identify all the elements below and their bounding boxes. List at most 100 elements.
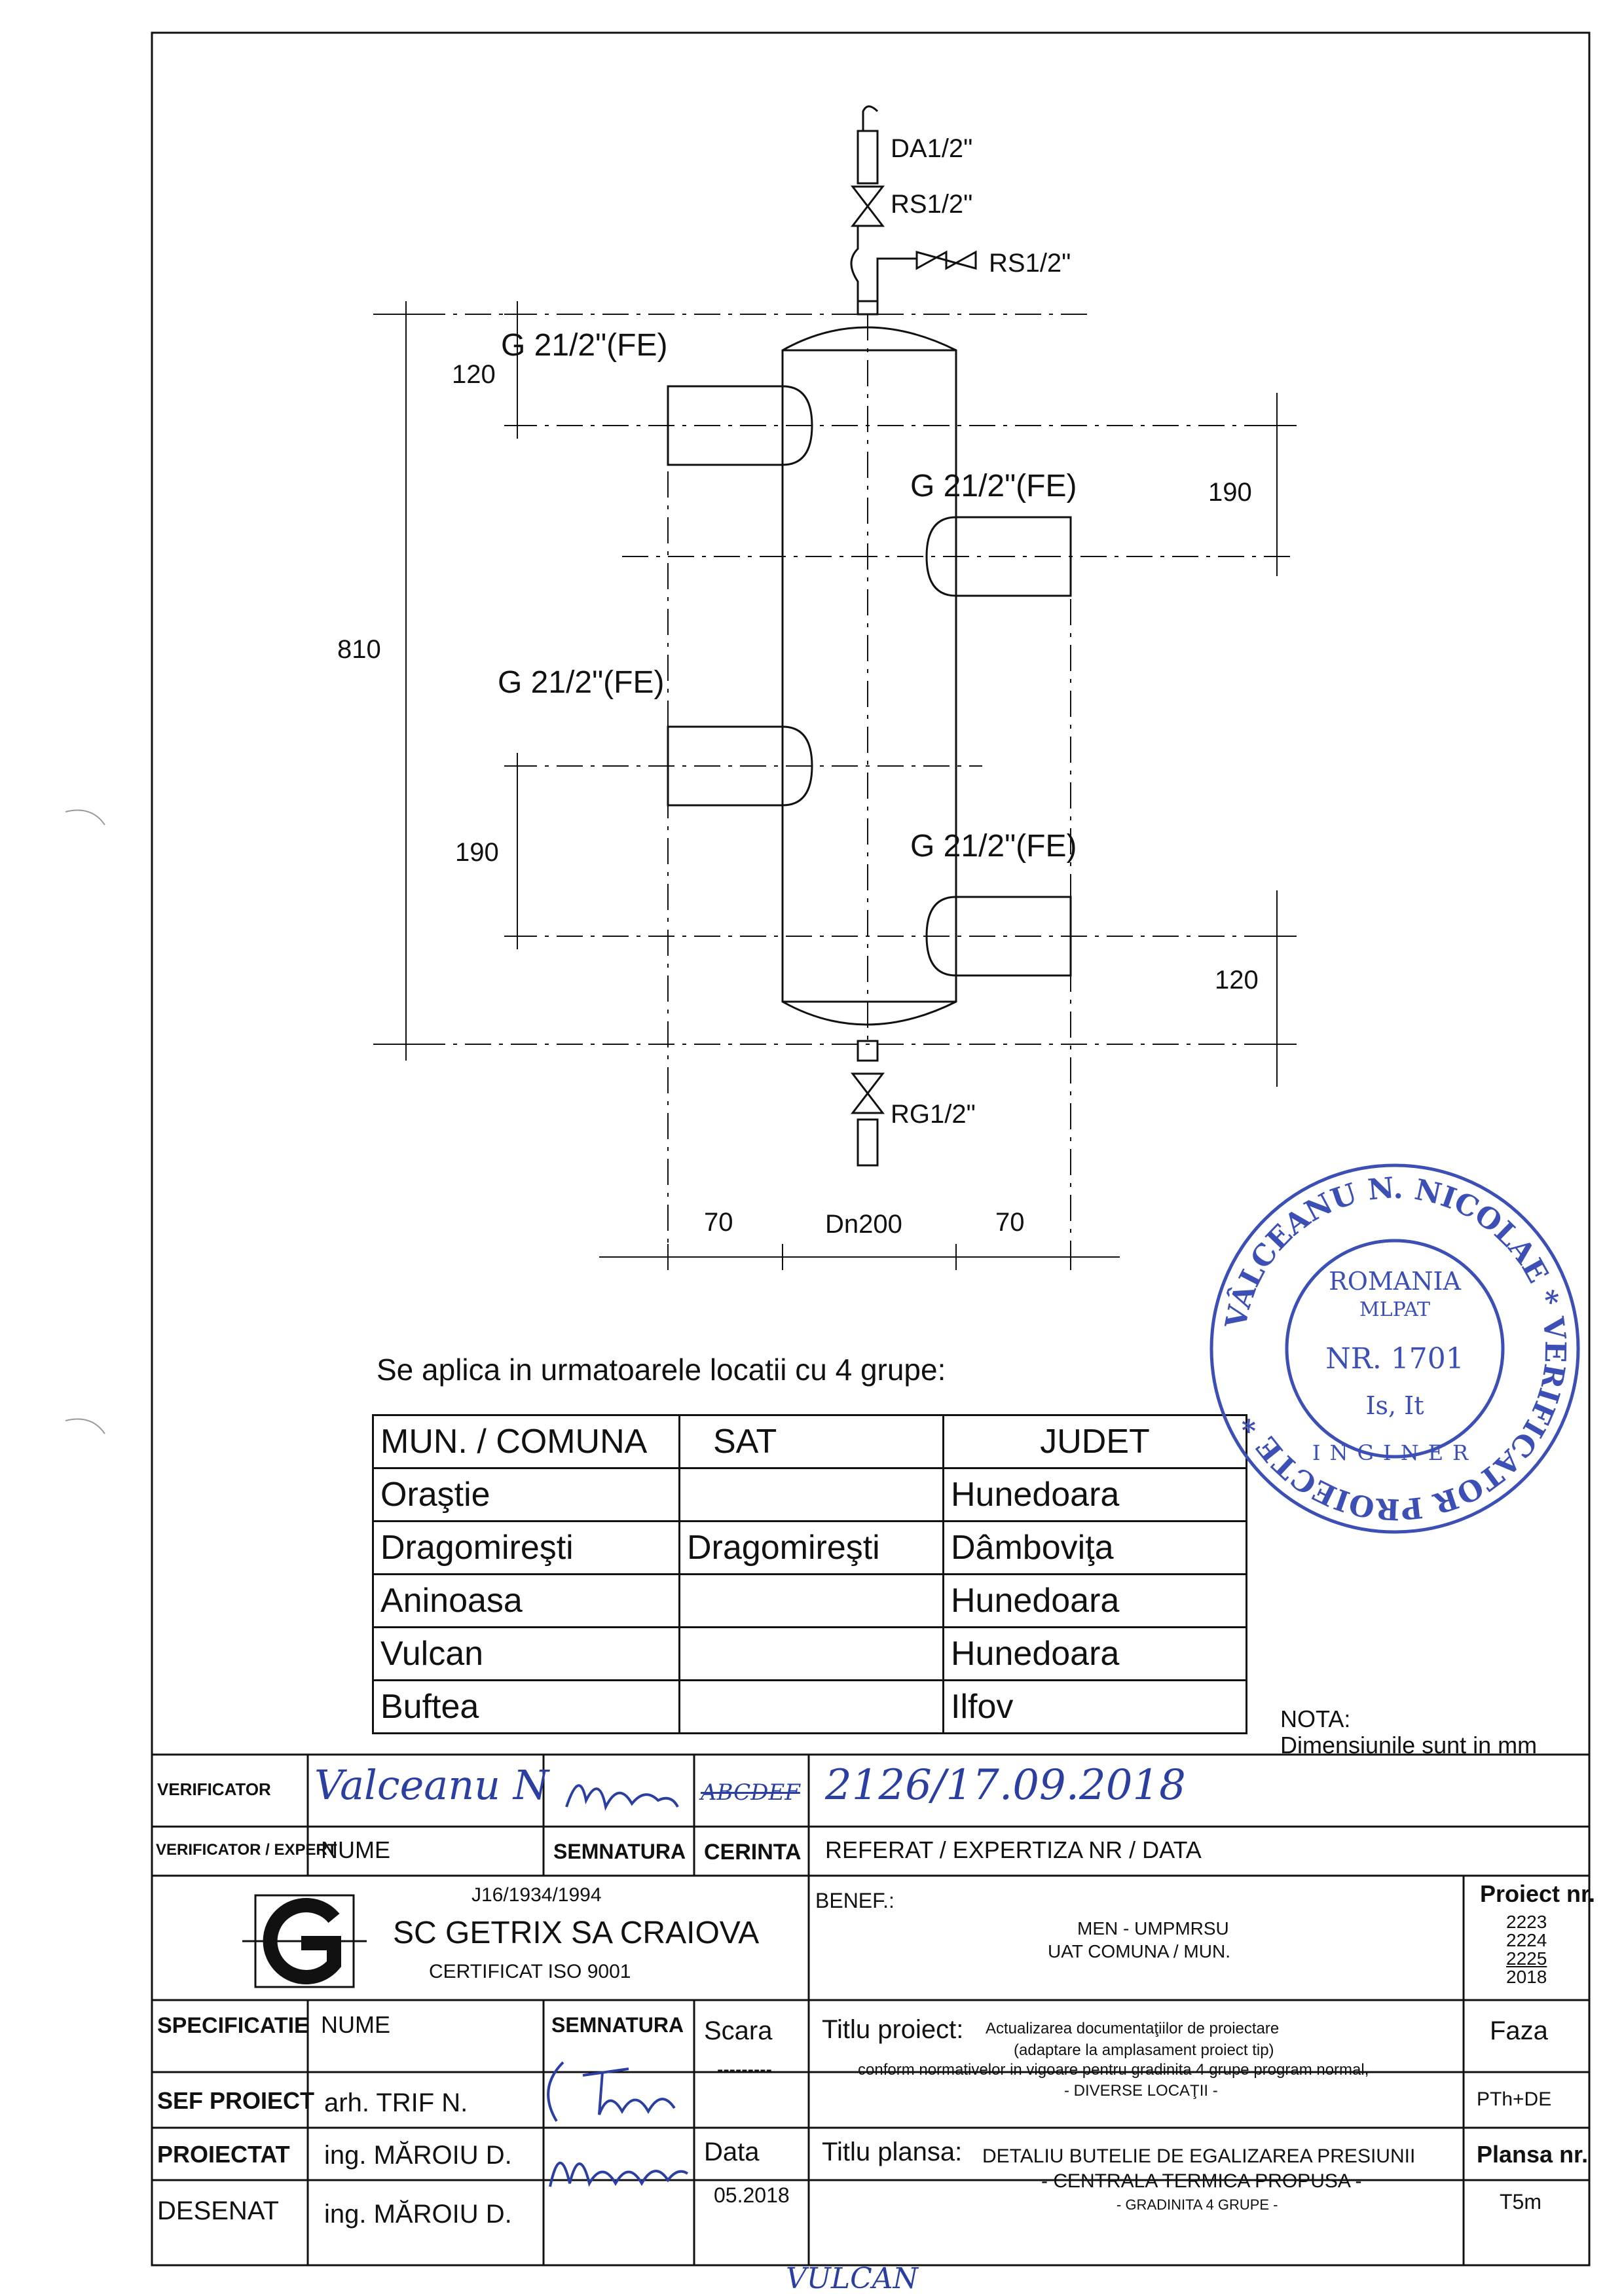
header-municipality: MUN. / COMUNA (372, 1414, 680, 1469)
table-row: Vulcan Hunedoara (372, 1626, 1247, 1681)
project-nr-3: 2225 (1506, 1948, 1547, 1969)
dim-190-left: 190 (455, 838, 499, 867)
plansa-label: Plansa nr. (1477, 2141, 1589, 2168)
label-nozzle-4: G 21/2"(FE) (910, 829, 1077, 864)
cell-county: Dâmboviţa (942, 1520, 1247, 1575)
header-village: SAT (678, 1414, 944, 1469)
title-project-line-4: - DIVERSE LOCAŢII - (1064, 2082, 1218, 2100)
company-name: SC GETRIX SA CRAIOVA (393, 1916, 760, 1950)
stamp-domain: Is, It (1366, 1391, 1424, 1420)
dim-190-right: 190 (1208, 478, 1252, 507)
col-semnatura: SEMNATURA (553, 1840, 686, 1863)
col-referat: REFERAT / EXPERTIZA NR / DATA (825, 1836, 1202, 1863)
nota-label: NOTA: (1280, 1705, 1351, 1732)
cerinta-code: ABCDEF (701, 1779, 800, 1806)
proiectat-label: PROIECTAT (157, 2141, 290, 2168)
benef-line-1: MEN - UMPMRSU (1077, 1918, 1229, 1939)
nume-header: NUME (321, 2011, 390, 2038)
title-project-label: Titlu proiect: (822, 2015, 964, 2044)
dim-dn200: Dn200 (825, 1210, 902, 1239)
plansa-value: T5m (1500, 2190, 1541, 2214)
desenat-label: DESENAT (157, 2196, 279, 2225)
sef-proiect-signature (547, 2061, 676, 2123)
project-nr-label: Proiect nr. (1480, 1880, 1596, 1907)
semnatura-header: SEMNATURA (551, 2013, 684, 2037)
locations-table: MUN. / COMUNA SAT JUDET Oraştie Hunedoar… (372, 1414, 1247, 1734)
label-rs-side: RS1/2" (989, 249, 1071, 278)
label-nozzle-3: G 21/2"(FE) (498, 665, 665, 700)
project-year: 2018 (1506, 1967, 1547, 1987)
scale-value: --------- (717, 2059, 772, 2079)
title-project-line-1: Actualizarea documentaţiilor de proiecta… (986, 2020, 1280, 2037)
table-row: Buftea Ilfov (372, 1679, 1247, 1734)
dim-810: 810 (337, 635, 381, 664)
cell-municipality: Buftea (372, 1679, 680, 1734)
cell-village (678, 1626, 944, 1681)
table-row: Aninoasa Hunedoara (372, 1573, 1247, 1628)
side-valve (915, 250, 977, 270)
verificator-signature (565, 1784, 679, 1812)
label-nozzle-2: G 21/2"(FE) (910, 469, 1077, 503)
handwritten-location-note: VULCAN (786, 2262, 919, 2295)
date-value: 05.2018 (714, 2183, 790, 2207)
dim-120-top: 120 (452, 360, 496, 389)
sheet-border (151, 31, 1591, 2267)
proiectat-signature (549, 2161, 689, 2187)
cell-municipality: Dragomireşti (372, 1520, 680, 1575)
stamp-agency: MLPAT (1359, 1298, 1430, 1321)
company-registration: J16/1934/1994 (471, 1884, 602, 1906)
drain-valve (850, 1072, 885, 1114)
cell-municipality: Aninoasa (372, 1573, 680, 1628)
benef-label: BENEF.: (815, 1889, 895, 1912)
sef-proiect-label: SEF PROIECT (157, 2087, 315, 2114)
cell-municipality: Vulcan (372, 1626, 680, 1681)
nota-text: Dimensiunile sunt in mm (1280, 1732, 1538, 1758)
label-rs-top: RS1/2" (891, 190, 973, 219)
cell-municipality: Oraştie (372, 1467, 680, 1522)
title-plansa-line-3: - GRADINITA 4 GRUPE - (1116, 2196, 1278, 2213)
cell-village (678, 1679, 944, 1734)
date-label: Data (704, 2138, 760, 2166)
title-project-line-3: conform normativelor in vigoare pentru g… (858, 2061, 1369, 2079)
cell-village (678, 1573, 944, 1628)
locations-intro: Se aplica in urmatoarele locatii cu 4 gr… (377, 1353, 946, 1387)
title-plansa-line-2: - CENTRALA TERMICA PROPUSA - (1041, 2170, 1362, 2192)
table-header-row: MUN. / COMUNA SAT JUDET (372, 1414, 1247, 1469)
cell-county: Hunedoara (942, 1573, 1247, 1628)
dim-120-bottom: 120 (1215, 966, 1259, 994)
proiectat-name: ing. MĂROIU D. (324, 2141, 512, 2170)
benef-line-2: UAT COMUNA / MUN. (1048, 1941, 1230, 1961)
col-cerinta: CERINTA (704, 1840, 802, 1865)
verifier-stamp: VÂLCEANU N. NICOLAE * VERIFICATOR PROIEC… (1209, 1163, 1580, 1534)
stamp-number: NR. 1701 (1325, 1342, 1464, 1376)
top-valve (850, 185, 885, 227)
expert-label: VERIFICATOR / EXPERT (156, 1841, 337, 1859)
title-project-line-2: (adaptare la amplasament proiect tip) (1014, 2041, 1274, 2059)
label-rg: RG1/2" (891, 1100, 976, 1129)
cell-village (678, 1467, 944, 1522)
referat-number: 2126/17.09.2018 (825, 1761, 1186, 1810)
company-certificate: CERTIFICAT ISO 9001 (429, 1961, 631, 1982)
faza-value: PTh+DE (1477, 2088, 1552, 2110)
dim-70-left: 70 (704, 1208, 733, 1237)
cell-village: Dragomireşti (678, 1520, 944, 1575)
stamp-country: ROMANIA (1329, 1267, 1461, 1296)
dim-70-right: 70 (995, 1208, 1025, 1237)
cell-county: Ilfov (942, 1679, 1247, 1734)
getrix-logo (242, 1894, 367, 1988)
cell-county: Hunedoara (942, 1626, 1247, 1681)
faza-label: Faza (1490, 2016, 1548, 2045)
project-nr-1: 2223 (1506, 1912, 1547, 1932)
nozzle-top-right (925, 516, 1072, 597)
vent-pipe (857, 130, 879, 185)
title-plansa-line-1: DETALIU BUTELIE DE EGALIZAREA PRESIUNII (982, 2145, 1416, 2167)
table-row: Dragomireşti Dragomireşti Dâmboviţa (372, 1520, 1247, 1575)
table-row: Oraştie Hunedoara (372, 1467, 1247, 1522)
vessel-body (781, 326, 957, 1026)
header-county: JUDET (942, 1414, 1247, 1469)
project-nr-2: 2224 (1506, 1930, 1547, 1950)
specificatie-label: SPECIFICATIE (157, 2013, 309, 2038)
verificator-label: VERIFICATOR (157, 1779, 271, 1799)
